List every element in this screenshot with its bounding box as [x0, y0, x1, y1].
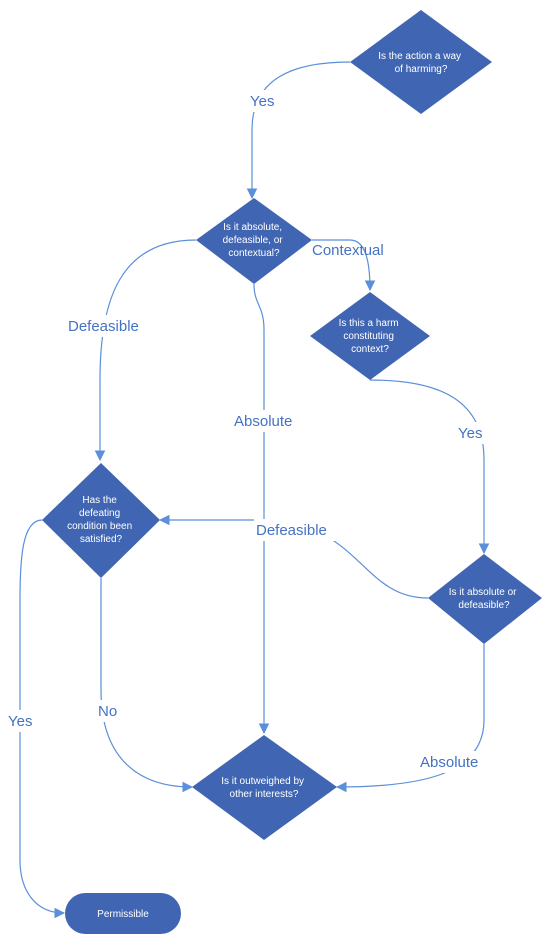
edge-label-type2-absolute: Absolute	[420, 754, 478, 771]
edge-label-defeating-yes: Yes	[8, 713, 32, 730]
decision-type2-text: Is it absolute or defeasible?	[449, 587, 520, 611]
decision-defeating-text: Has the defeating condition been satisfi…	[67, 495, 135, 545]
edge-label-harming-yes: Yes	[250, 93, 274, 110]
terminal-permissible-text: Permissible	[97, 909, 149, 920]
edge-label-contextual: Contextual	[312, 242, 384, 259]
decision-type1-text: Is it absolute, defeasible, or contextua…	[223, 222, 286, 259]
edge-harming-to-type1	[246, 61, 351, 200]
edge-context-to-type2	[369, 379, 490, 555]
edge-label-type2-defeasible: Defeasible	[256, 522, 327, 539]
decision-harm-context-text: Is this a harm constituting context?	[339, 318, 402, 355]
decision-defeating-condition: Has the defeating condition been satisfi…	[42, 463, 160, 578]
decision-outweighed: Is it outweighed by other interests?	[192, 735, 337, 840]
decision-harm-constituting-context: Is this a harm constituting context?	[310, 292, 430, 380]
decision-absolute-defeasible-contextual: Is it absolute, defeasible, or contextua…	[196, 198, 312, 284]
edge-label-type1-defeasible: Defeasible	[68, 318, 139, 335]
decision-harming-text: Is the action a way of harming?	[378, 51, 464, 75]
decision-harming: Is the action a way of harming?	[350, 10, 492, 114]
edge-defeating-to-permissible	[19, 519, 66, 919]
edge-defeating-to-outweighed	[100, 578, 194, 793]
edge-label-type1-absolute: Absolute	[234, 413, 292, 430]
edge-label-defeating-no: No	[98, 703, 117, 720]
edge-type1-to-outweighed	[253, 283, 270, 735]
edge-type1-to-defeating	[94, 239, 197, 462]
nodes: Is the action a way of harming? Is it ab…	[42, 10, 542, 934]
edge-label-context-yes: Yes	[458, 425, 482, 442]
edges	[19, 61, 490, 919]
edge-labels: Yes Contextual Defeasible Absolute Yes D…	[6, 90, 492, 773]
decision-outweighed-text: Is it outweighed by other interests?	[221, 776, 307, 800]
decision-absolute-or-defeasible: Is it absolute or defeasible?	[428, 554, 542, 644]
edge-type1-to-context	[312, 239, 376, 292]
terminal-permissible: Permissible	[65, 893, 181, 934]
